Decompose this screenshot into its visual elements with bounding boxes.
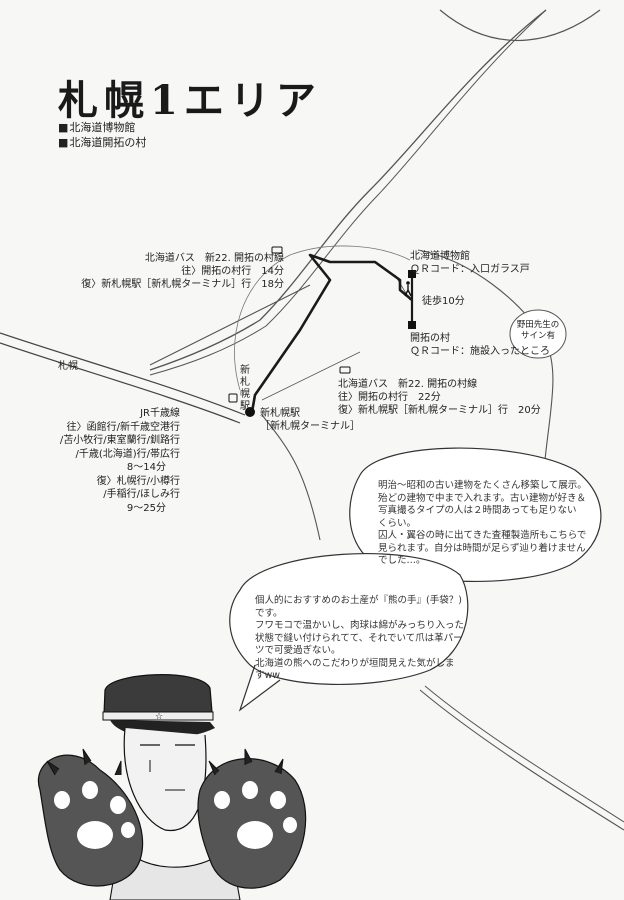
road-diagonal-main xyxy=(149,9,547,371)
train-icon xyxy=(228,393,238,403)
spot-village-label: 北海道開拓の村 xyxy=(58,135,146,150)
road-lower-right xyxy=(419,689,624,831)
shin-sapporo-vertical-label: 新札幌駅 xyxy=(240,365,250,412)
svg-text:☆: ☆ xyxy=(155,712,163,722)
railway-line-2 xyxy=(0,342,241,424)
jr-info: JR千歳線 往〉函館行/新千歳空港行 /苫小牧行/東室蘭行/釧路行 /千歳(北海… xyxy=(60,407,180,515)
jr-line: JR千歳線 xyxy=(140,408,180,419)
station-name: 新札幌駅 xyxy=(260,408,300,419)
bus-upper-return: 復〉新札幌駅［新札幌ターミナル］行 18分 xyxy=(81,279,284,290)
bubble1-shape xyxy=(349,447,602,583)
museum-marker xyxy=(408,270,416,278)
village-marker xyxy=(408,321,416,329)
jr-line-7: 9〜25分 xyxy=(126,502,166,514)
bus-upper-line: 北海道バス 新22. 開拓の村線 xyxy=(144,253,284,264)
jr-line-3: /千歳(北海道)行/帯広行 xyxy=(75,448,180,460)
road-curve-north xyxy=(439,9,601,42)
bus-icon-upper xyxy=(271,246,283,254)
bus-upper-info: 北海道バス 新22. 開拓の村線 往〉開拓の村行 14分 復〉新札幌駅［新札幌タ… xyxy=(81,252,284,291)
village-name: 開拓の村 xyxy=(410,333,450,344)
station-marker xyxy=(245,407,255,417)
bus-lower-line: 北海道バス 新22. 開拓の村線 xyxy=(338,379,478,390)
jr-line-5: 復〉札幌行/小樽行 xyxy=(96,475,180,487)
spot-museum-label: 北海道博物館 xyxy=(58,120,135,135)
road-lower-right-2 xyxy=(424,685,624,823)
village-qr: ＱＲコード：施設入ったところ xyxy=(410,346,550,357)
museum-name: 北海道博物館 xyxy=(410,251,470,262)
jr-line-2: /苫小牧行/東室蘭行/釧路行 xyxy=(59,435,180,446)
bus-lower-info: 北海道バス 新22. 開拓の村線 往〉開拓の村行 22分 復〉新札幌駅［新札幌タ… xyxy=(338,378,541,417)
railway-line xyxy=(0,332,246,416)
station-label: 新札幌駅 ［新札幌ターミナル］ xyxy=(260,407,360,433)
bus-lower-outbound: 往〉開拓の村行 22分 xyxy=(338,392,441,403)
bus-route xyxy=(250,253,413,413)
museum-info: 北海道博物館 ＱＲコード：入口ガラス戸 xyxy=(410,250,530,276)
bubble1-text: 明治〜昭和の古い建物をたくさん移築して展示。 殆どの建物で中まで入れます。古い建… xyxy=(378,480,587,566)
jr-line-6: /手稲行/ほしみ行 xyxy=(103,489,180,500)
village-info: 開拓の村 ＱＲコード：施設入ったところ xyxy=(410,332,550,358)
area-circle xyxy=(234,245,411,391)
jr-line-1: 往〉函館行/新千歳空港行 xyxy=(66,421,180,433)
leader-line xyxy=(261,351,361,401)
road-diagonal-main-2 xyxy=(149,9,547,376)
bus-lower-return: 復〉新札幌駅［新札幌ターミナル］行 20分 xyxy=(338,405,541,416)
sapporo-label: 札幌 xyxy=(58,361,78,372)
road-upper-curve xyxy=(149,284,311,366)
walk-person-head xyxy=(406,281,410,285)
bus-upper-outbound: 往〉開拓の村行 14分 xyxy=(181,266,284,277)
road-down-from-station xyxy=(261,414,321,541)
walk-time: 徒歩10分 xyxy=(422,296,465,307)
jr-line-4: 8〜14分 xyxy=(126,462,166,473)
page-title: 札幌1エリア xyxy=(58,77,322,124)
bubble2-text: 個人的におすすめのお土産が『熊の手』(手袋？) です。 フワモコで温かいし、肉球… xyxy=(255,595,465,681)
bubble2-shape xyxy=(229,553,469,712)
sign-note-circle xyxy=(509,309,567,359)
walk-person-icon xyxy=(404,285,412,297)
character-illustration: ☆ xyxy=(37,674,307,900)
sign-note: 野田先生の サイン有 xyxy=(516,320,560,341)
museum-qr: ＱＲコード：入口ガラス戸 xyxy=(410,264,530,275)
station-terminal: ［新札幌ターミナル］ xyxy=(260,421,360,432)
bus-icon-lower xyxy=(339,366,351,374)
